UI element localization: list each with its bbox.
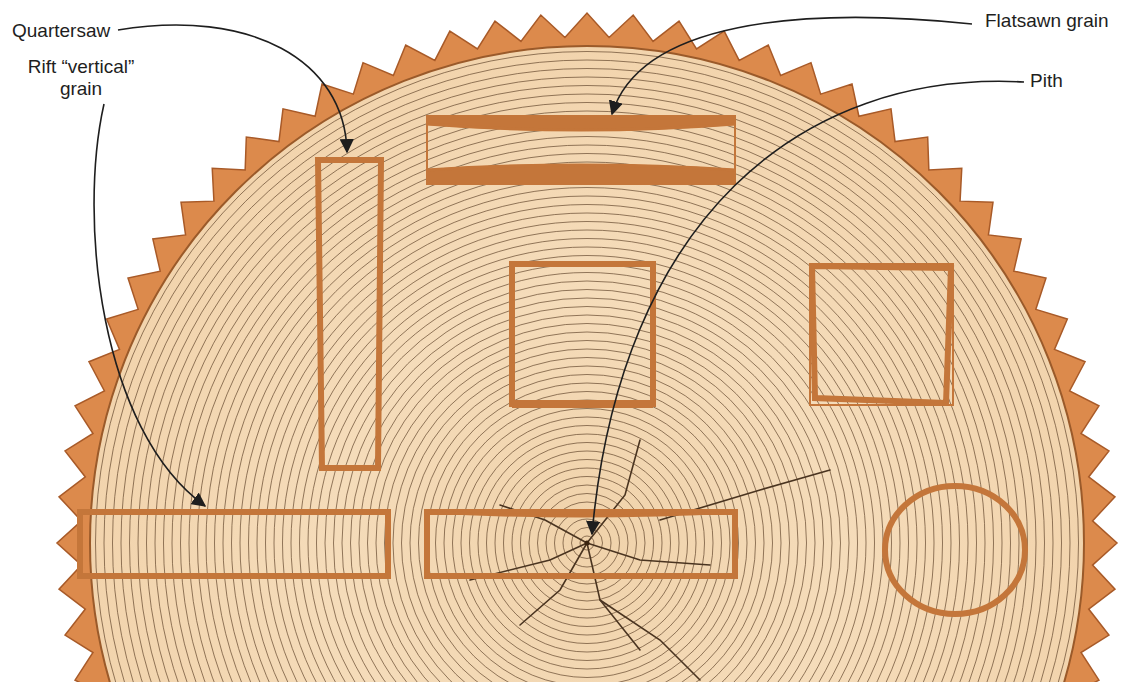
growth-ring xyxy=(385,341,790,682)
growth-ring xyxy=(283,239,892,682)
growth-ring xyxy=(555,511,620,576)
growth-ring xyxy=(249,205,926,682)
growth-ring xyxy=(512,468,662,618)
growth-ring xyxy=(359,315,815,682)
pith-dot xyxy=(585,541,590,546)
callout-label: Rift “vertical” grain xyxy=(6,56,156,100)
log-wood xyxy=(90,46,1084,682)
growth-ring xyxy=(325,281,849,682)
growth-ring xyxy=(444,400,730,682)
growth-ring xyxy=(130,86,1045,682)
growth-ring xyxy=(308,264,866,682)
growth-ring xyxy=(504,460,671,627)
growth-ring xyxy=(274,230,900,682)
growth-ring xyxy=(104,60,1070,682)
growth-ring xyxy=(376,332,798,682)
growth-ring xyxy=(461,417,713,669)
growth-ring xyxy=(368,324,807,682)
growth-ring xyxy=(223,179,951,682)
growth-ring xyxy=(189,145,985,682)
growth-ring xyxy=(487,443,688,644)
growth-ring xyxy=(470,426,705,661)
leader-arrows xyxy=(94,17,1024,534)
growth-ring xyxy=(317,273,858,682)
growth-ring xyxy=(529,485,645,601)
growth-ring xyxy=(453,409,722,678)
growth-ring xyxy=(155,111,1019,682)
callout-label: Quartersaw xyxy=(12,20,132,42)
growth-ring xyxy=(572,528,603,559)
growth-ring xyxy=(478,434,696,652)
growth-ring xyxy=(300,256,875,682)
growth-ring xyxy=(96,52,1079,682)
growth-ring xyxy=(215,171,960,682)
growth-ring xyxy=(147,103,1028,682)
growth-ring xyxy=(436,392,739,682)
bark-edge xyxy=(57,13,1117,682)
growth-ring xyxy=(521,477,654,610)
growth-ring xyxy=(198,154,977,682)
bark xyxy=(57,13,1117,682)
callout-label: Flatsawn grain xyxy=(985,10,1125,32)
growth-ring xyxy=(121,77,1053,682)
growth-ring xyxy=(164,120,1011,682)
growth-ring xyxy=(563,519,611,567)
growth-ring xyxy=(172,128,1002,682)
growth-ring xyxy=(113,69,1062,682)
growth-ring xyxy=(393,349,781,682)
growth-ring xyxy=(232,188,943,682)
growth-ring xyxy=(138,94,1036,682)
growth-ring xyxy=(495,451,679,635)
board-outlines xyxy=(80,116,1025,614)
growth-ring xyxy=(334,290,841,682)
checks xyxy=(470,440,830,680)
growth-ring xyxy=(410,366,764,682)
growth-ring xyxy=(402,358,773,682)
callout-label: Pith xyxy=(1030,70,1090,92)
growth-ring xyxy=(257,213,917,682)
growth-ring xyxy=(427,383,747,682)
growth-ring xyxy=(419,375,756,682)
growth-rings xyxy=(96,52,1079,682)
growth-ring xyxy=(580,536,594,550)
growth-ring xyxy=(342,298,832,682)
